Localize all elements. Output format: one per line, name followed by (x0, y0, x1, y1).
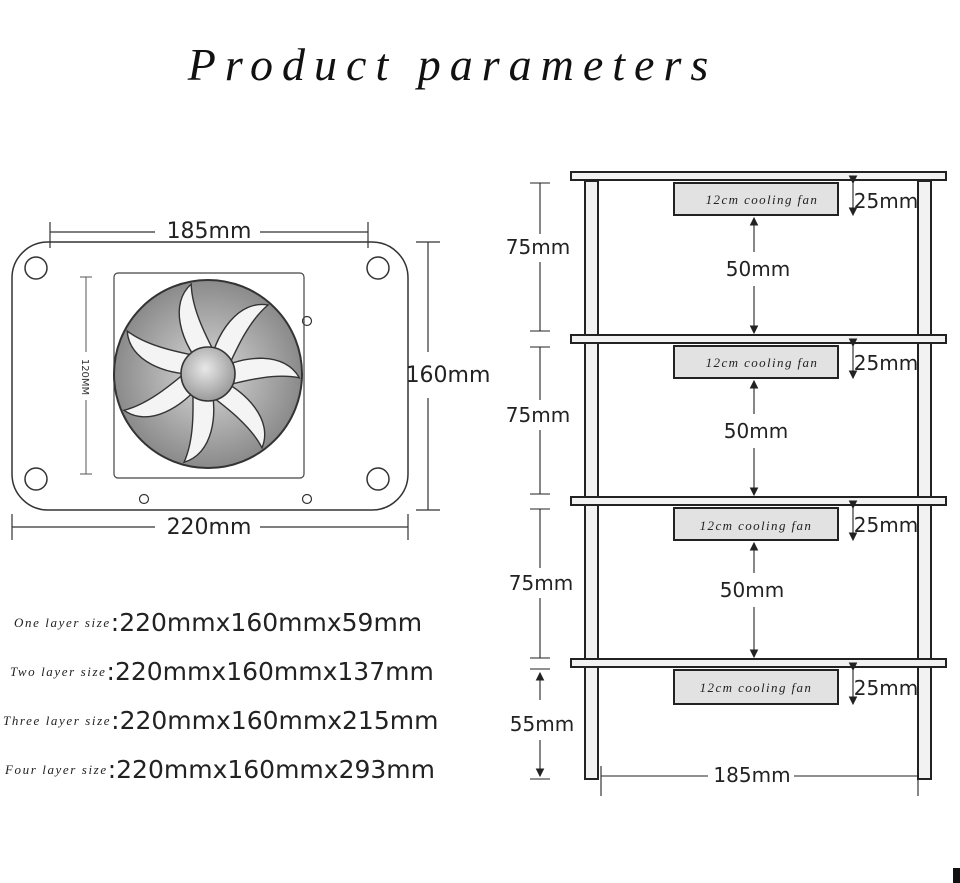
stack-side-view: 12cm cooling fan 12cm cooling fan 12cm c… (506, 171, 947, 796)
layer-size-row: Two layer size :220mmx160mmx137mm (0, 647, 470, 696)
layer-size-label: Three layer size (3, 712, 112, 728)
small-hole (138, 493, 150, 505)
fan-box-4 (673, 669, 839, 705)
mount-hole-bottom-right (366, 467, 390, 491)
layer-size-label: Two layer size (10, 663, 107, 679)
dim-185-top: 185mm (167, 219, 252, 244)
dim-50mm: 50mm (724, 419, 788, 443)
dim-50mm: 50mm (720, 578, 784, 602)
fan-label: 12cm cooling fan (706, 355, 819, 370)
layer-size-value: :220mmx160mmx215mm (111, 706, 439, 735)
dim-75mm: 75mm (506, 403, 570, 427)
layer-size-label: Four layer size (5, 761, 108, 777)
plate-top-view: 185mm 220mm 160mm 120MM (11, 219, 491, 540)
dim-120mm: 120MM (79, 359, 90, 395)
small-hole (301, 315, 313, 327)
dim-185-bottom: 185mm (713, 763, 790, 787)
dim-25mm: 25mm (854, 676, 918, 700)
fan-label: 12cm cooling fan (706, 192, 819, 207)
shelf-2 (570, 334, 947, 344)
dim-75mm: 75mm (509, 571, 573, 595)
layer-size-row: One layer size :220mmx160mmx59mm (0, 598, 470, 647)
layer-size-value: :220mmx160mmx137mm (106, 657, 434, 686)
mount-hole-bottom-left (24, 467, 48, 491)
dim-25mm: 25mm (854, 351, 918, 375)
layer-size-row: Four layer size :220mmx160mmx293mm (0, 745, 470, 794)
shelf-4 (570, 658, 947, 668)
post-left (584, 180, 599, 780)
dim-55mm: 55mm (510, 712, 574, 736)
fan-box-1 (673, 182, 839, 216)
fan-icon (113, 279, 303, 469)
layer-size-value: :220mmx160mmx293mm (107, 755, 436, 784)
dim-75mm: 75mm (506, 235, 570, 259)
small-hole (301, 493, 313, 505)
fan-box-2 (673, 345, 839, 379)
plate-outline (11, 241, 409, 511)
fan-box-3 (673, 507, 839, 541)
layer-size-list: One layer size :220mmx160mmx59mm Two lay… (0, 598, 470, 794)
page-title: Product parameters (187, 39, 718, 90)
fan-label: 12cm cooling fan (700, 518, 813, 533)
fan-label: 12cm cooling fan (700, 680, 813, 695)
dim-50mm: 50mm (726, 257, 790, 281)
dim-220-bottom: 220mm (167, 515, 252, 540)
layer-size-value: :220mmx160mmx59mm (110, 608, 423, 637)
shelf-1 (570, 171, 947, 181)
mount-hole-top-left (24, 256, 48, 280)
shelf-3 (570, 496, 947, 506)
dim-25mm: 25mm (854, 513, 918, 537)
post-right (917, 180, 932, 780)
layer-size-row: Three layer size :220mmx160mmx215mm (0, 696, 470, 745)
corner-mark (953, 868, 960, 883)
dim-160-right: 160mm (406, 363, 491, 388)
mount-hole-top-right (366, 256, 390, 280)
dim-25mm: 25mm (854, 189, 918, 213)
layer-size-label: One layer size (14, 614, 111, 630)
